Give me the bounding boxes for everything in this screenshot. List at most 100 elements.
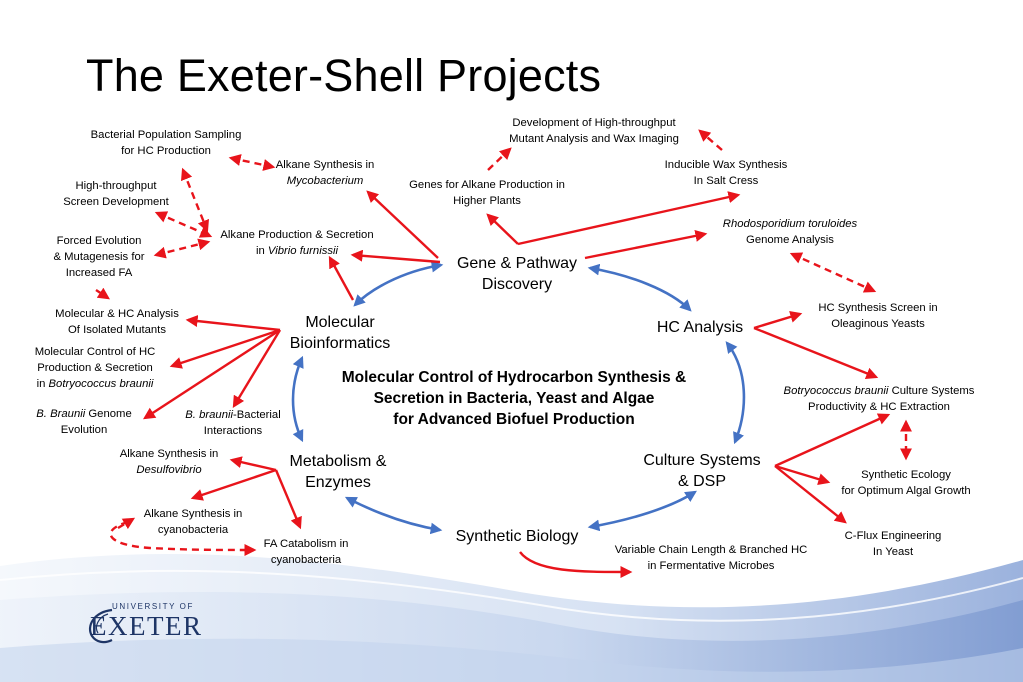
hub-line: Bioinformatics bbox=[289, 335, 391, 352]
arrow-to-cflux bbox=[774, 465, 847, 524]
node-text-italic: Botryococcus braunii bbox=[48, 378, 154, 390]
background-waves bbox=[0, 554, 1023, 682]
node-line: in Botryococcus braunii bbox=[35, 376, 156, 392]
arrow-to-alkane-cyano bbox=[190, 468, 277, 501]
node-line: in Vibrio furnissii bbox=[220, 243, 373, 259]
node-cflux-engineering: C-Flux Engineering In Yeast bbox=[845, 528, 942, 560]
central-statement: Molecular Control of Hydrocarbon Synthes… bbox=[342, 367, 687, 430]
node-line: for Optimum Algal Growth bbox=[841, 485, 971, 497]
dashed-cyano-loop bbox=[109, 520, 257, 556]
arrow-to-synthetic-ecology bbox=[774, 464, 831, 485]
node-line: & Mutagenesis for bbox=[53, 251, 145, 263]
hub-line: Synthetic Biology bbox=[455, 528, 579, 545]
node-line: Alkane Synthesis in bbox=[275, 159, 375, 171]
node-bacterial-population-sampling: Bacterial Population Sampling for HC Pro… bbox=[91, 127, 242, 159]
node-line: Forced Evolution bbox=[56, 235, 142, 247]
arrow-to-braunii-genome bbox=[142, 328, 281, 420]
dashed-bacterial-to-mycobacterium bbox=[228, 154, 276, 171]
arrow-to-hc-synthesis-screen bbox=[753, 311, 803, 330]
node-text-italic: Botryococcus braunii bbox=[783, 385, 889, 397]
node-line: Increased FA bbox=[65, 267, 133, 279]
node-line: Botryococcus braunii Culture Systems bbox=[784, 383, 975, 399]
node-line: Molecular & HC Analysis bbox=[55, 308, 179, 320]
node-line: Inducible Wax Synthesis bbox=[664, 159, 788, 171]
hub-line: Discovery bbox=[481, 276, 553, 293]
node-botryococcus-culture: Botryococcus braunii Culture Systems Pro… bbox=[784, 383, 975, 415]
hub-line: Enzymes bbox=[305, 474, 371, 491]
node-forced-evolution: Forced Evolution & Mutagenesis for Incre… bbox=[53, 233, 144, 281]
hub-gene-pathway-discovery: Gene & Pathway Discovery bbox=[457, 253, 577, 295]
node-text: in bbox=[36, 378, 49, 390]
hub-line: HC Analysis bbox=[656, 319, 744, 336]
hub-metabolism-enzymes: Metabolism & Enzymes bbox=[290, 451, 387, 493]
dashed-bacterial-to-vibrio bbox=[180, 167, 210, 233]
hub-line: Molecular bbox=[305, 314, 375, 331]
arrow-gene-to-bioinformatics bbox=[353, 260, 444, 307]
node-line: Productivity & HC Extraction bbox=[808, 401, 950, 413]
dashed-evolution-down bbox=[95, 287, 110, 300]
central-line: for Advanced Biofuel Production bbox=[393, 411, 635, 428]
node-line: Higher Plants bbox=[453, 195, 521, 207]
node-text: -Bacterial bbox=[233, 409, 281, 421]
hub-molecular-bioinformatics: Molecular Bioinformatics bbox=[290, 312, 390, 354]
node-fa-catabolism: FA Catabolism in cyanobacteria bbox=[264, 536, 349, 568]
exeter-swoosh-icon bbox=[88, 608, 113, 644]
node-alkane-mycobacterium: Alkane Synthesis in Mycobacterium bbox=[276, 157, 375, 189]
node-line: in Fermentative Microbes bbox=[647, 560, 775, 572]
node-line: Interactions bbox=[203, 425, 263, 437]
node-braunii-genome-evolution: B. Braunii Genome Evolution bbox=[36, 406, 131, 438]
node-molecular-control-botryococcus: Molecular Control of HC Production & Sec… bbox=[35, 344, 156, 392]
blue-cycle-arrows bbox=[291, 260, 746, 535]
arrow-to-inducible-wax bbox=[517, 191, 741, 246]
node-line: B. braunii-Bacterial bbox=[185, 407, 280, 423]
hub-line: Gene & Pathway bbox=[456, 255, 578, 272]
central-line: Secretion in Bacteria, Yeast and Algae bbox=[373, 390, 655, 407]
arrow-to-higher-plants bbox=[486, 213, 519, 245]
hub-culture-systems-dsp: Culture Systems & DSP bbox=[643, 450, 760, 492]
dashed-rhodo-to-screen bbox=[789, 252, 877, 293]
node-line: Of Isolated Mutants bbox=[68, 324, 166, 336]
node-line: Production & Secretion bbox=[37, 362, 153, 374]
node-inducible-wax: Inducible Wax Synthesis In Salt Cress bbox=[665, 157, 788, 189]
arrow-metabolism-to-synthetic bbox=[344, 496, 443, 535]
node-variable-chain-length: Variable Chain Length & Branched HC in F… bbox=[615, 542, 808, 574]
hub-synthetic-biology: Synthetic Biology bbox=[456, 526, 579, 547]
node-text: Genome bbox=[85, 408, 132, 420]
node-text: in bbox=[255, 245, 268, 257]
node-line: Screen Development bbox=[63, 196, 169, 208]
logo-main-text: EXETER bbox=[90, 611, 203, 641]
node-dev-high-throughput: Development of High-throughput Mutant An… bbox=[509, 115, 679, 147]
node-line: FA Catabolism in bbox=[263, 538, 349, 550]
hub-line: & DSP bbox=[677, 473, 726, 490]
arrow-to-fa-catabolism bbox=[274, 469, 302, 530]
arrow-to-braunii-bacterial bbox=[232, 329, 282, 409]
node-alkane-cyanobacteria: Alkane Synthesis in cyanobacteria bbox=[144, 506, 243, 538]
red-solid-arrows bbox=[142, 190, 891, 578]
node-text-italic: Vibrio furnissii bbox=[267, 245, 339, 257]
arrow-to-vibrio bbox=[350, 249, 441, 264]
node-rhodosporidium: Rhodosporidium toruloides Genome Analysi… bbox=[723, 216, 857, 248]
node-line: High-throughput bbox=[75, 180, 157, 192]
node-text: Culture Systems bbox=[888, 385, 975, 397]
node-alkane-desulfovibrio: Alkane Synthesis in Desulfovibrio bbox=[120, 446, 219, 478]
dashed-plants-up bbox=[487, 147, 512, 171]
node-line: Evolution bbox=[60, 424, 108, 436]
node-line: Synthetic Ecology bbox=[861, 469, 951, 481]
node-genes-higher-plants: Genes for Alkane Production in Higher Pl… bbox=[409, 177, 565, 209]
node-alkane-vibrio: Alkane Production & Secretion in Vibrio … bbox=[220, 227, 373, 259]
arrow-synthetic-to-culture bbox=[587, 490, 697, 532]
node-line: Alkane Synthesis in bbox=[119, 448, 219, 460]
node-line: Mutant Analysis and Wax Imaging bbox=[509, 133, 679, 145]
node-line: Mycobacterium bbox=[286, 175, 364, 187]
dashed-evolution-to-vibrio bbox=[153, 238, 211, 259]
node-line: Genome Analysis bbox=[746, 234, 834, 246]
node-hc-synthesis-screen: HC Synthesis Screen in Oleaginous Yeasts bbox=[818, 300, 937, 332]
node-synthetic-ecology: Synthetic Ecology for Optimum Algal Grow… bbox=[841, 467, 970, 499]
node-high-throughput-screen: High-throughput Screen Development bbox=[63, 178, 169, 210]
hub-line: Metabolism & bbox=[289, 453, 387, 470]
node-braunii-bacterial-interactions: B. braunii-Bacterial Interactions bbox=[185, 407, 280, 439]
hub-hc-analysis: HC Analysis bbox=[657, 317, 743, 338]
node-text-italic: B. braunii bbox=[185, 409, 234, 421]
hub-line: Culture Systems bbox=[643, 452, 761, 469]
node-line: Oleaginous Yeasts bbox=[831, 318, 925, 330]
